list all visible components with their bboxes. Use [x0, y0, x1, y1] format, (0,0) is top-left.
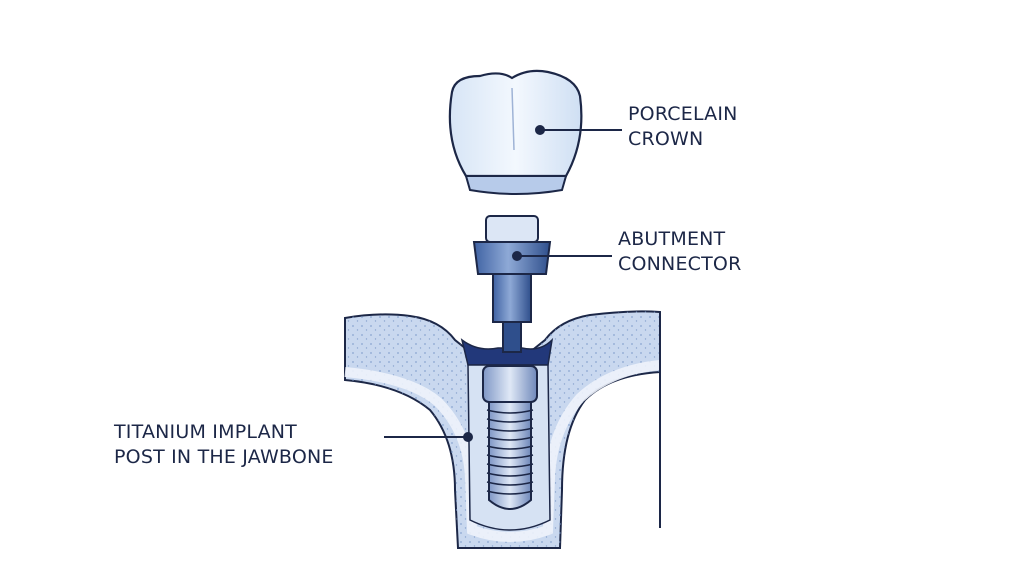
crown-base — [464, 175, 568, 195]
thread-line — [486, 409, 534, 414]
abutment-pin — [502, 321, 522, 353]
gum-band — [344, 360, 661, 542]
crown-body — [448, 69, 583, 178]
thread-line — [486, 463, 534, 468]
label-line: TITANIUM IMPLANT — [114, 421, 297, 443]
thread-line — [486, 418, 534, 423]
implant-threads — [486, 409, 534, 495]
abutment-neck — [492, 273, 532, 323]
abutment-leader-dot — [512, 251, 522, 261]
leader-lines — [384, 125, 622, 442]
label-line: POST IN THE JAWBONE — [114, 446, 334, 468]
label-line: CONNECTOR — [618, 253, 742, 275]
thread-line — [486, 481, 534, 486]
post-leader-dot — [463, 432, 473, 442]
label-line: PORCELAIN — [628, 103, 738, 125]
thread-line — [486, 490, 534, 495]
crown-leader-dot — [535, 125, 545, 135]
label-porcelain-crown: PORCELAIN CROWN — [628, 102, 738, 152]
abutment-top — [485, 215, 539, 243]
label-titanium-post: TITANIUM IMPLANT POST IN THE JAWBONE — [114, 420, 354, 470]
label-abutment-connector: ABUTMENT CONNECTOR — [618, 227, 741, 277]
label-line: CROWN — [628, 128, 704, 150]
thread-line — [486, 427, 534, 432]
implant-collar — [482, 365, 538, 403]
thread-line — [486, 436, 534, 441]
implant-post — [482, 365, 538, 510]
implant-body — [488, 401, 532, 510]
thread-line — [486, 445, 534, 450]
thread-line — [486, 472, 534, 477]
label-line: ABUTMENT — [618, 228, 726, 250]
thread-line — [486, 454, 534, 459]
crown-ridge — [511, 87, 515, 151]
abutment — [472, 215, 552, 353]
porcelain-crown — [448, 69, 583, 195]
abutment-shoulder — [472, 241, 552, 275]
